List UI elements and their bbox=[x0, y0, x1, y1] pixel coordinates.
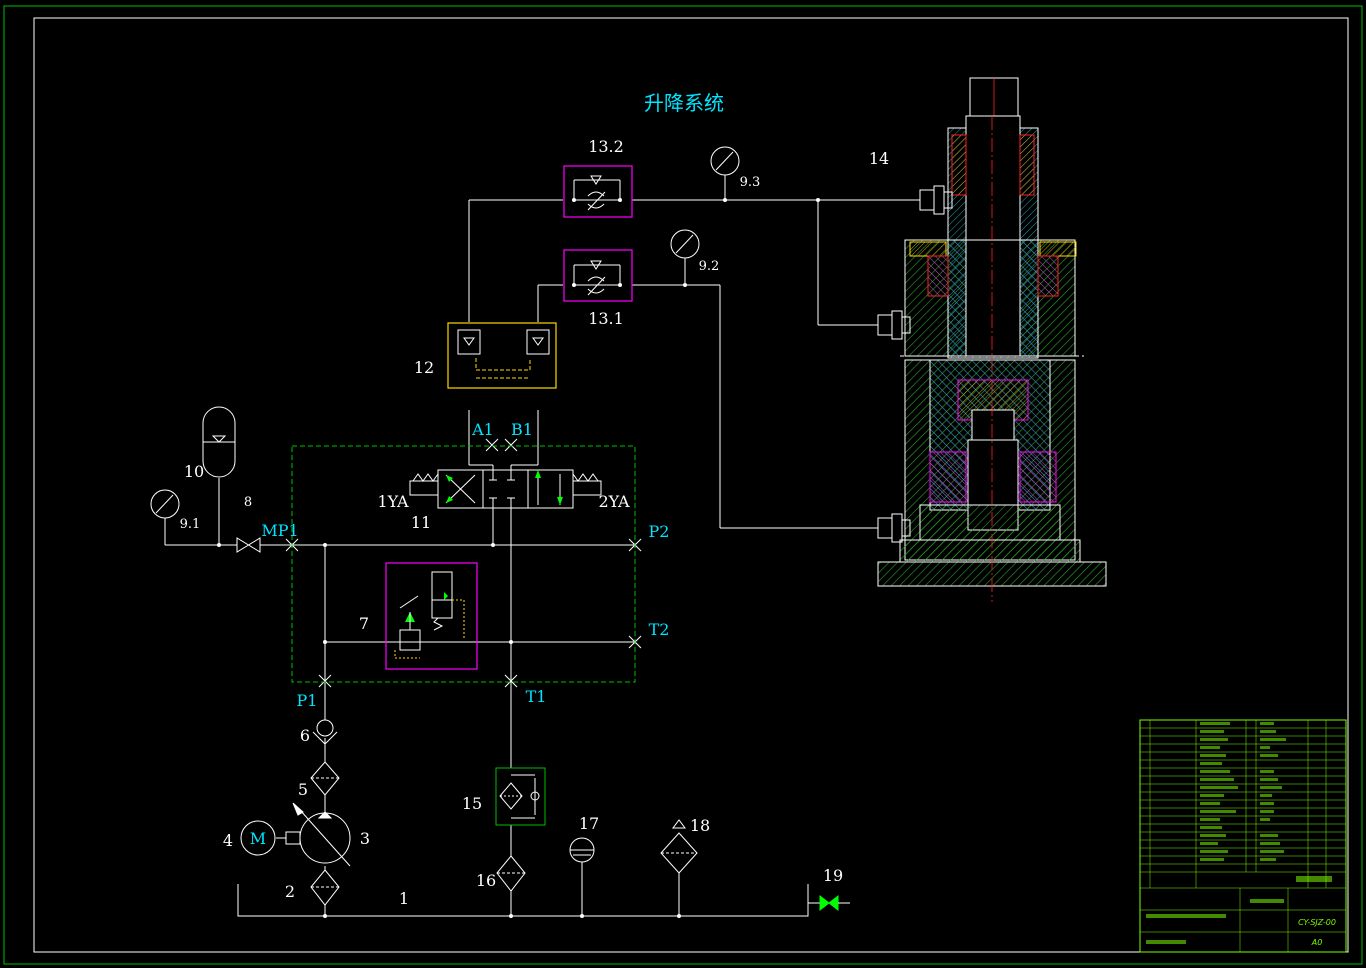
label-9-3: 9.3 bbox=[740, 175, 761, 190]
check-valve-icon bbox=[312, 719, 338, 745]
port-labels: A1 B1 MP1 P1 P2 T1 T2 1YA 2YA bbox=[261, 420, 669, 710]
filter-icon bbox=[310, 761, 526, 906]
directional-valve bbox=[409, 469, 602, 509]
label-16: 16 bbox=[476, 871, 496, 890]
motor-icon: M bbox=[240, 820, 276, 856]
label-19: 19 bbox=[823, 866, 843, 885]
throttle-valve-13-2 bbox=[563, 165, 633, 218]
port-t1: T1 bbox=[526, 687, 547, 706]
label-2: 2 bbox=[285, 882, 295, 901]
valve-block-border bbox=[291, 445, 636, 683]
label-18: 18 bbox=[690, 816, 710, 835]
port-b1: B1 bbox=[511, 420, 533, 439]
air-filter-icon bbox=[660, 819, 698, 874]
stop-valve-icon bbox=[236, 537, 261, 553]
label-11: 11 bbox=[411, 513, 431, 532]
outer-frame bbox=[3, 5, 1363, 965]
port-mp1: MP1 bbox=[261, 521, 298, 540]
label-9-2: 9.2 bbox=[699, 259, 720, 274]
throttle-valve-13-1 bbox=[563, 249, 633, 302]
diagram-title: 升降系统 bbox=[644, 91, 724, 115]
drawing-number: CY-SJZ-00 bbox=[1298, 918, 1336, 927]
gauge-icon bbox=[150, 146, 740, 519]
solenoid-1ya: 1YA bbox=[377, 492, 409, 511]
port-a1: A1 bbox=[471, 420, 494, 439]
label-14: 14 bbox=[869, 149, 889, 168]
label-6: 6 bbox=[300, 726, 310, 745]
label-3: 3 bbox=[360, 829, 370, 848]
label-13-2: 13.2 bbox=[588, 137, 624, 156]
port-crosses bbox=[285, 438, 642, 688]
label-13-1: 13.1 bbox=[588, 309, 624, 328]
port-t2: T2 bbox=[649, 620, 670, 639]
label-12: 12 bbox=[414, 358, 434, 377]
label-7: 7 bbox=[359, 614, 369, 633]
return-filter bbox=[495, 767, 546, 826]
level-gauge-icon bbox=[569, 837, 595, 863]
sheet-size: A0 bbox=[1311, 938, 1323, 947]
port-p2: P2 bbox=[649, 522, 670, 541]
pump-icon bbox=[276, 802, 351, 867]
junction-dots bbox=[217, 198, 820, 918]
label-1: 1 bbox=[399, 889, 409, 908]
label-8: 8 bbox=[244, 495, 252, 510]
label-15: 15 bbox=[462, 794, 482, 813]
accumulator-icon bbox=[202, 406, 236, 478]
hydraulic-lock bbox=[447, 322, 557, 389]
label-17: 17 bbox=[579, 814, 599, 833]
title-block: CY-SJZ-00 A0 bbox=[1139, 719, 1347, 953]
lift-cylinder bbox=[877, 77, 1107, 602]
label-9-1: 9.1 bbox=[180, 517, 201, 532]
svg-text:M: M bbox=[250, 829, 266, 848]
label-10: 10 bbox=[184, 462, 204, 481]
pipe-lines bbox=[164, 175, 920, 917]
relief-valve bbox=[385, 562, 478, 670]
inner-frame bbox=[33, 17, 1349, 953]
port-p1: P1 bbox=[297, 691, 318, 710]
drain-valve-icon bbox=[819, 894, 850, 912]
solenoid-2ya: 2YA bbox=[598, 492, 630, 511]
component-labels: 1 2 3 4 5 6 7 8 9.1 9.2 9.3 10 11 12 13.… bbox=[180, 137, 890, 908]
label-5: 5 bbox=[298, 780, 308, 799]
label-4: 4 bbox=[223, 831, 233, 850]
